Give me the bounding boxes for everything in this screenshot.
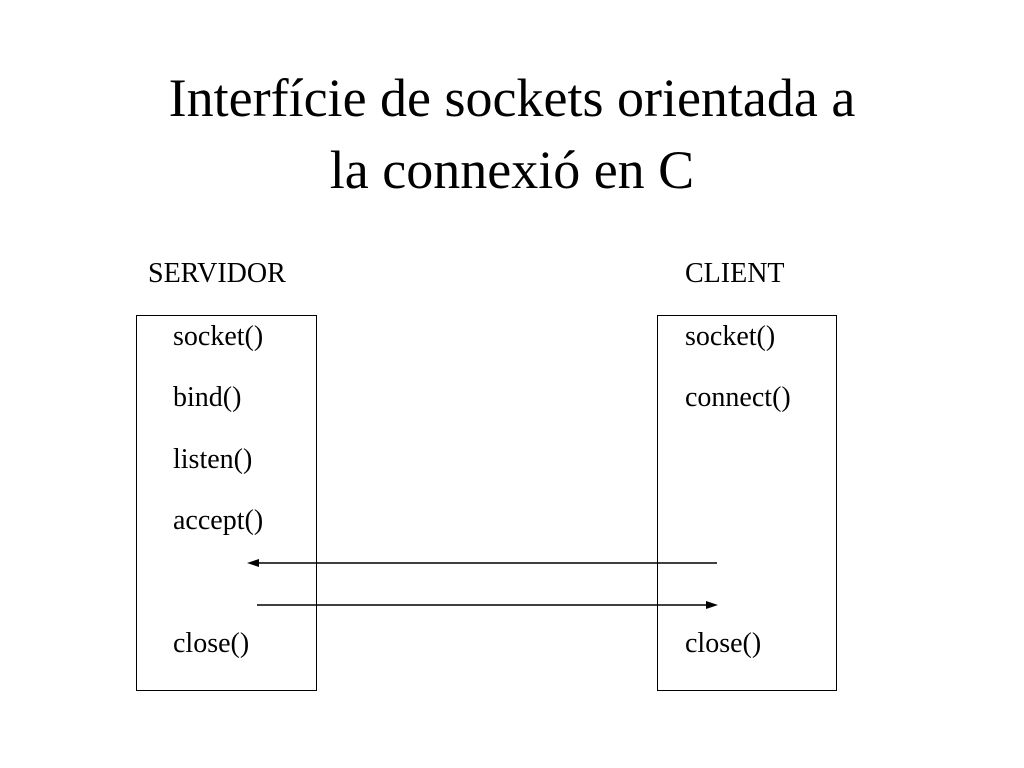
client-heading: CLIENT bbox=[685, 258, 785, 289]
server-box bbox=[136, 315, 317, 691]
server-call-accept: accept() bbox=[173, 505, 264, 536]
server-call-close: close() bbox=[173, 628, 250, 659]
slide-title-line-2: la connexió en C bbox=[329, 140, 695, 200]
client-box bbox=[657, 315, 837, 691]
client-call-socket: socket() bbox=[685, 321, 776, 352]
client-call-connect: connect() bbox=[685, 382, 791, 413]
client-call-close: close() bbox=[685, 628, 762, 659]
server-heading: SERVIDOR bbox=[148, 258, 286, 289]
slide-title-line-1: Interfície de sockets orientada a bbox=[168, 68, 856, 128]
server-call-listen: listen() bbox=[173, 444, 253, 475]
server-call-socket: socket() bbox=[173, 321, 264, 352]
server-call-bind: bind() bbox=[173, 382, 242, 413]
slide-title: Interfície de sockets orientada a la con… bbox=[0, 62, 1024, 206]
